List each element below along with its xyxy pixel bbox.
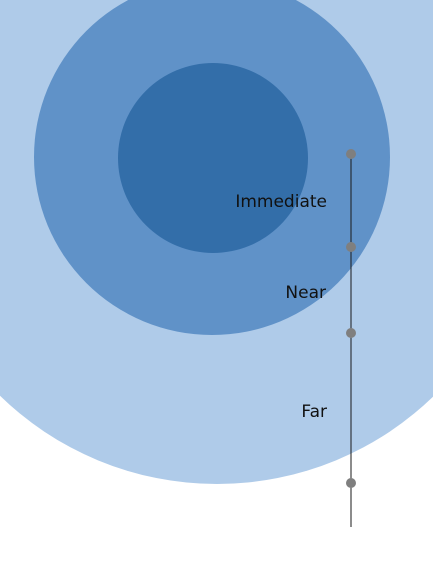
scale-marker-immediate-start [346, 149, 356, 159]
scale-marker-far-end [346, 478, 356, 488]
label-far: Far [301, 402, 327, 422]
label-near: Near [285, 283, 326, 303]
scale-marker-far-start [346, 328, 356, 338]
label-immediate: Immediate [235, 192, 327, 212]
immediate-zone-circle [118, 63, 308, 253]
scale-marker-near-start [346, 242, 356, 252]
